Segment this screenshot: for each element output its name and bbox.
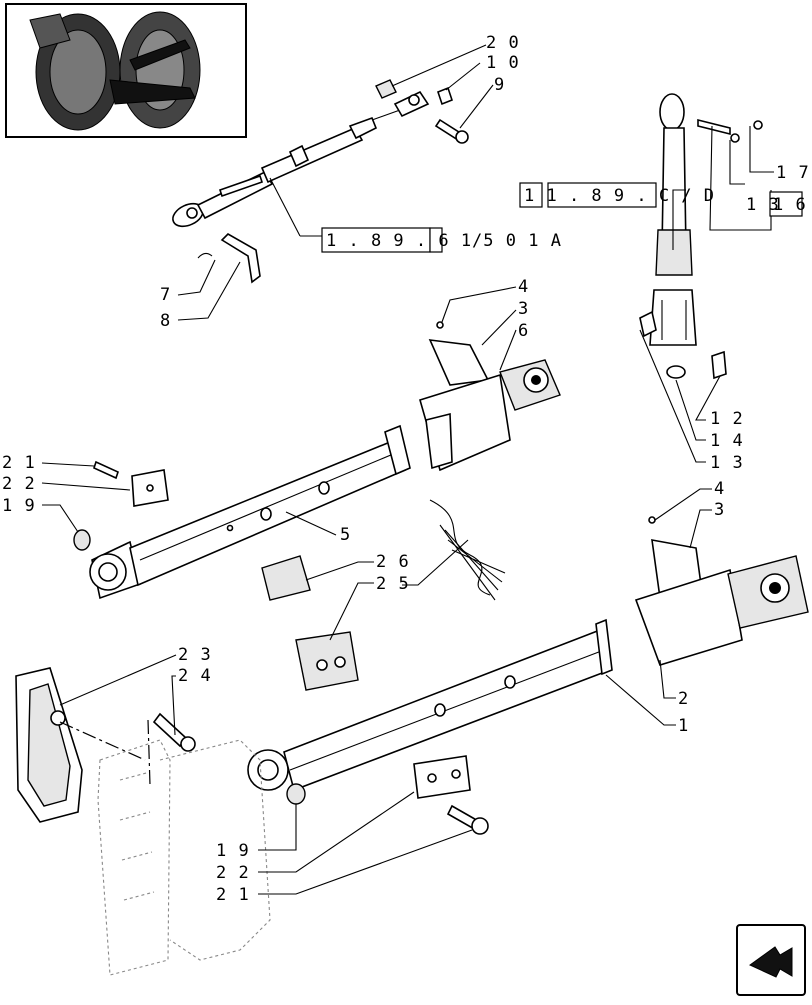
callout-12: 1 2 [710,409,744,429]
tractor-rear-thumbnail-icon [5,3,247,138]
reference-lift-rod-label: 1 1 . 8 9 . C / D [524,186,715,206]
callout-6: 6 [518,321,529,341]
callout-19-upper: 1 9 [2,496,36,516]
hardware-left [73,460,169,551]
callout-23: 2 3 [178,645,212,665]
reference-top-link[interactable]: 1 . 8 9 . 6 1/5 0 1 A [321,227,562,253]
lower-link-5 [89,424,411,600]
right-bracket-upper [419,321,561,472]
callout-22-upper: 2 2 [2,474,36,494]
callout-4-lower: 4 [714,479,725,499]
reference-lift-rod-prefix-label: 1 3 [746,195,780,215]
reference-top-link-label: 1 . 8 9 . 6 1/5 0 1 A [326,231,562,251]
lower-link-1 [247,618,613,835]
callout-3-upper: 3 [518,299,529,319]
callout-20: 2 0 [486,33,520,53]
callout-22-lower: 2 2 [216,863,250,883]
callout-21-lower: 2 1 [216,885,250,905]
callout-13: 1 3 [710,453,744,473]
callout-19-lower: 1 9 [216,841,250,861]
callout-26: 2 6 [376,552,410,572]
callout-24: 2 4 [178,666,212,686]
callout-21-upper: 2 1 [2,453,36,473]
callout-9: 9 [494,75,505,95]
callout-labels: 2 0 1 0 9 7 8 1 7 4 3 6 1 2 1 4 1 3 2 1 … [2,33,810,905]
reference-lift-rod[interactable]: 1 1 . 8 9 . C / D [519,182,715,208]
callout-3-lower: 3 [714,500,725,520]
callout-14: 1 4 [710,431,744,451]
callout-25: 2 5 [376,574,410,594]
reference-lift-rod-end[interactable]: 1 6 1 3 [746,191,807,217]
top-link-assembly [172,79,469,284]
quick-hitch-plate [15,667,271,976]
right-bracket-lower [634,516,809,666]
callout-7: 7 [160,285,171,305]
callout-10: 1 0 [486,53,520,73]
callout-17: 1 7 [776,163,810,183]
wear-pads-and-spring [261,499,506,691]
callout-5: 5 [340,525,351,545]
callout-2: 2 [678,689,689,709]
callout-8: 8 [160,311,171,331]
callout-1: 1 [678,716,689,736]
lift-rod-assembly [639,93,763,380]
leader-lines [41,44,774,895]
reference-lift-rod-end-label: 1 6 [773,195,807,215]
next-page-arrow-icon[interactable] [736,924,806,996]
callout-4-upper: 4 [518,277,529,297]
